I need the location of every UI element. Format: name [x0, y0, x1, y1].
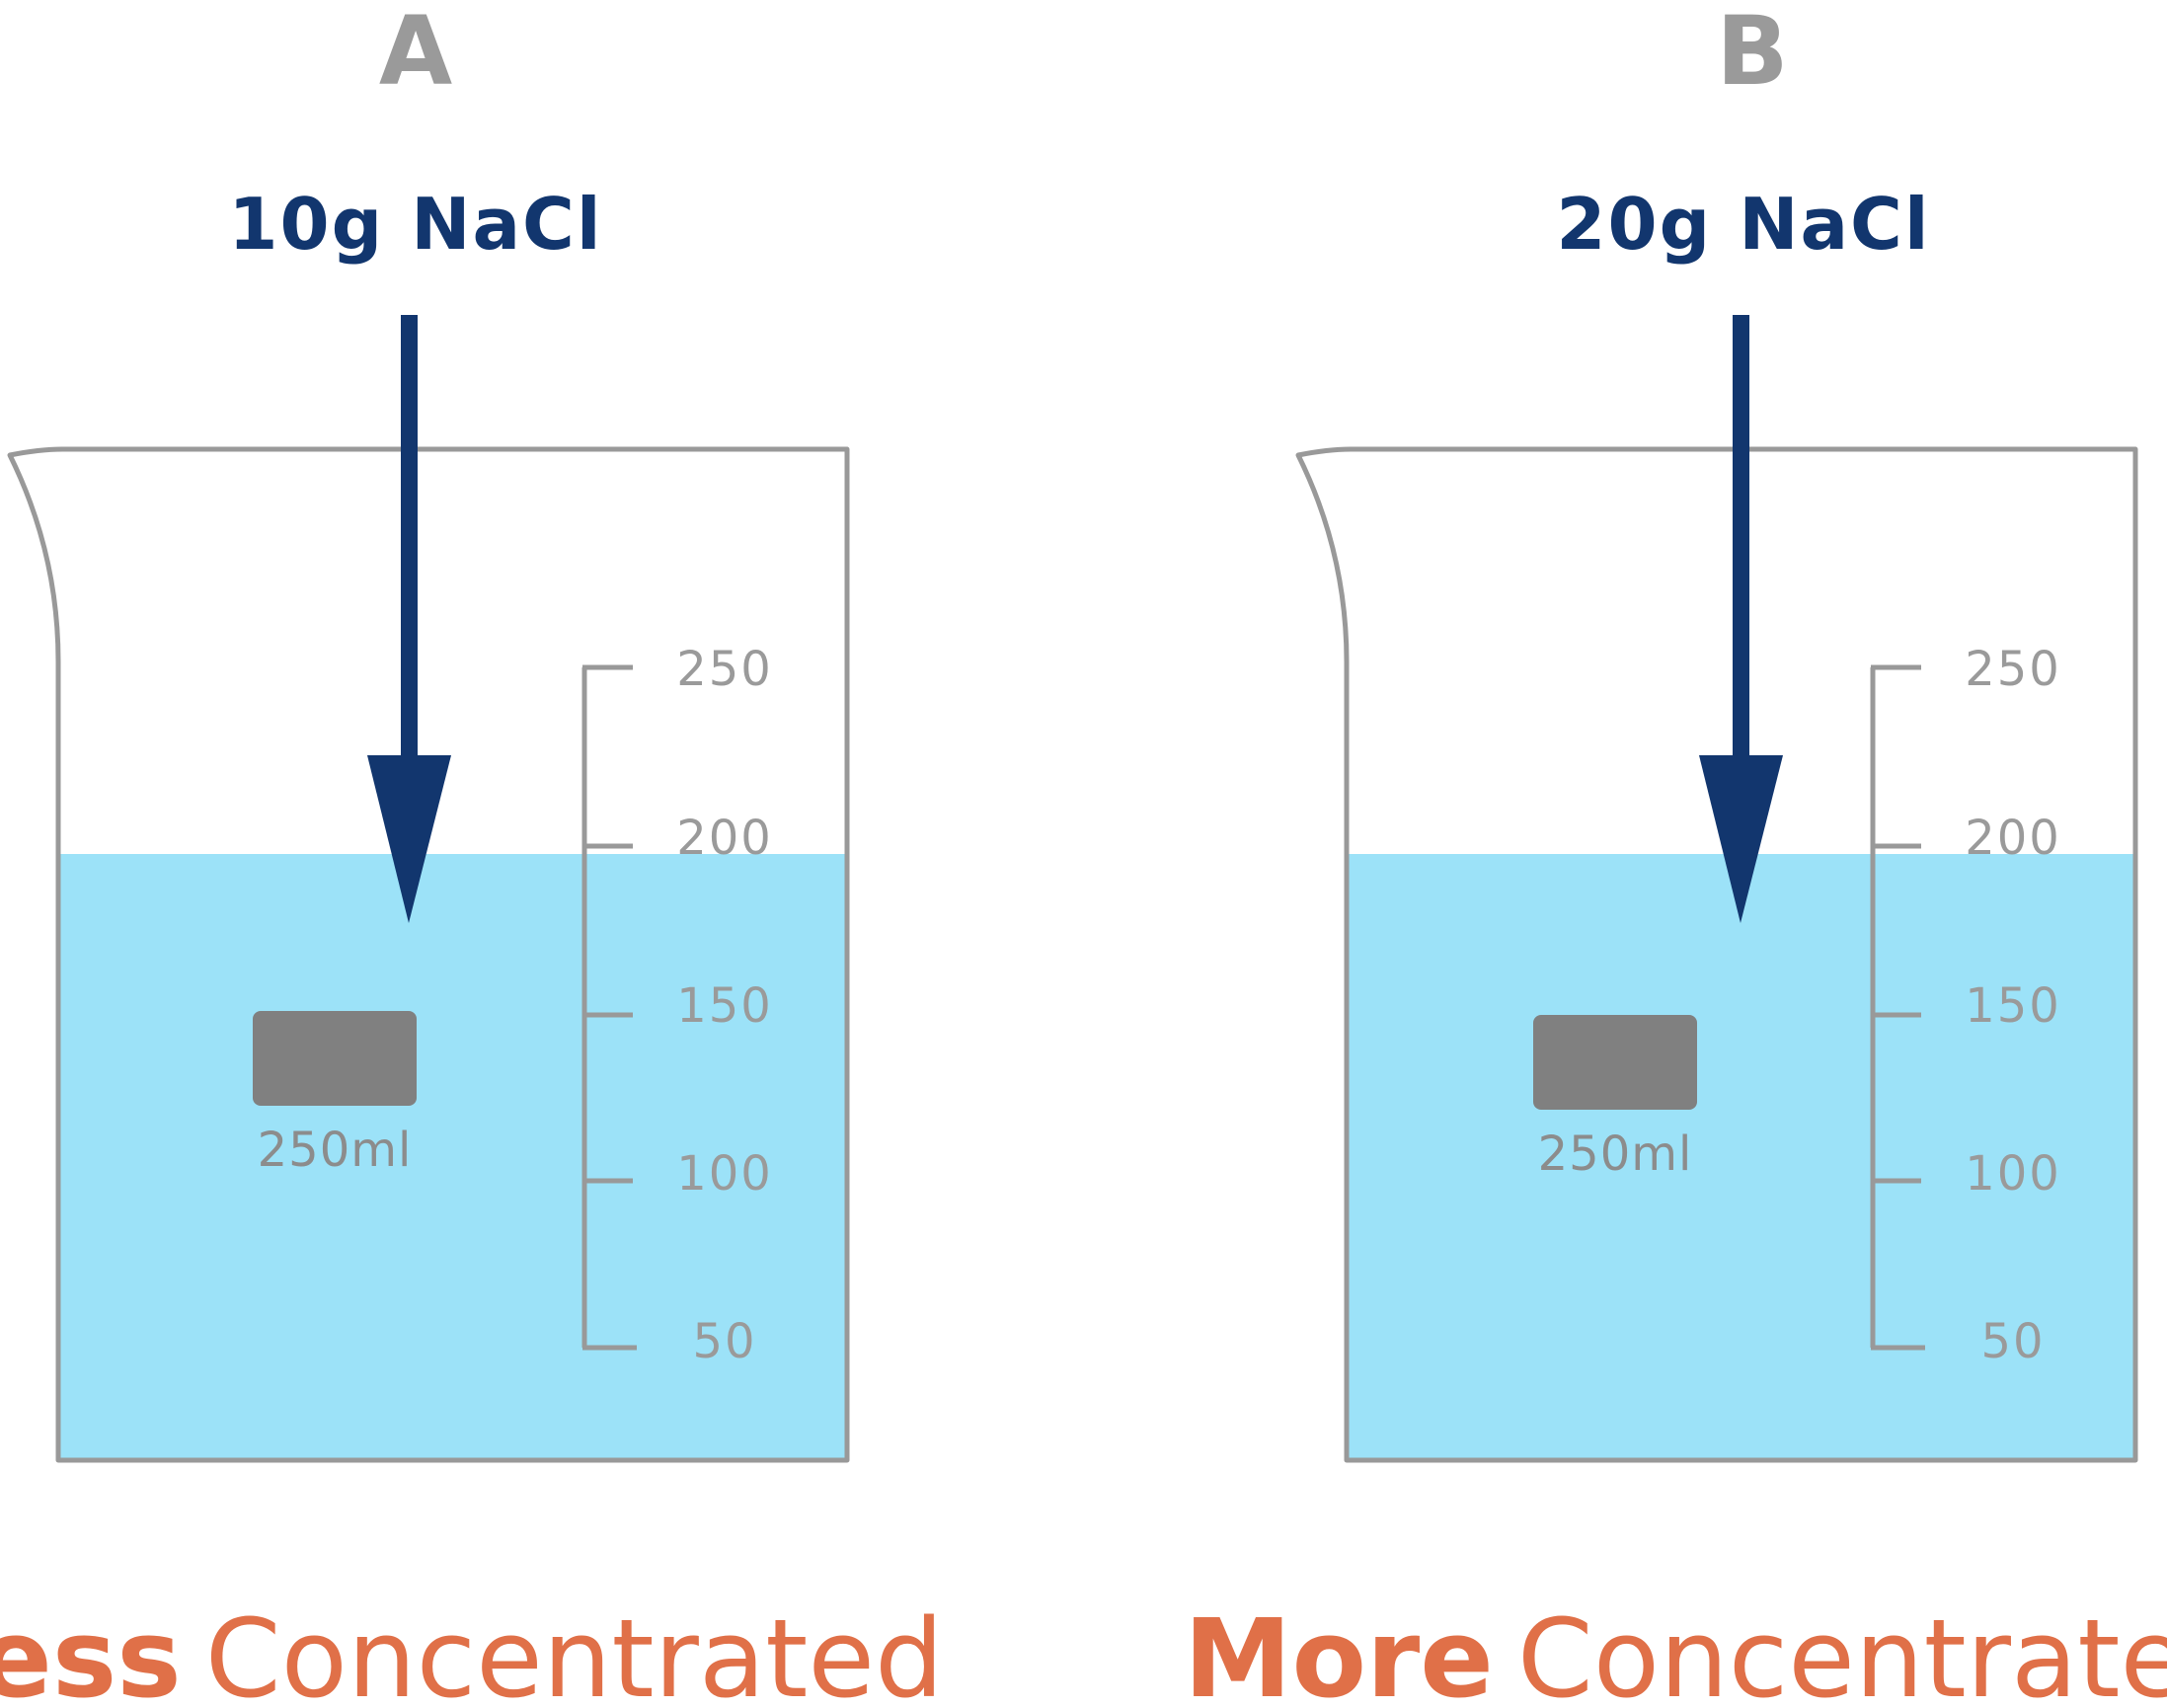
tick-label: 50: [1980, 1314, 2045, 1369]
arrow-down-icon: [1699, 315, 1783, 923]
tick-label: 250: [1965, 642, 2061, 697]
tick-label: 150: [1965, 978, 2061, 1034]
tick-label: 200: [676, 811, 773, 866]
beaker-outline: [1295, 446, 2138, 1463]
panel-letter: A: [379, 0, 452, 107]
volume-label: 250ml: [258, 1123, 413, 1178]
tick-label: 150: [676, 978, 773, 1034]
caption-emphasis: Less: [0, 1595, 182, 1708]
caption-rest: Concentrated: [1517, 1595, 2167, 1708]
tick-label: 200: [1965, 811, 2061, 866]
volume-label: 250ml: [1538, 1126, 1693, 1182]
caption-rest: Concentrated: [205, 1595, 944, 1708]
liquid: [1347, 854, 2135, 1460]
reagent-label: 10g NaCl: [228, 183, 602, 266]
panel-a: A 10g NaCl 250ml 250 200 150 100 50: [0, 0, 944, 1708]
tick-label: 50: [692, 1314, 756, 1369]
caption: LessConcentrated: [0, 1595, 944, 1708]
reagent-label: 20g NaCl: [1556, 183, 1930, 266]
caption: MoreConcentrated: [1184, 1595, 2167, 1708]
graduation-scale: 250 200 150 100 50: [581, 642, 773, 1369]
caption-emphasis: More: [1184, 1595, 1494, 1708]
arrow-down-icon: [367, 315, 451, 923]
liquid: [58, 854, 847, 1460]
tick-label: 100: [1965, 1146, 2061, 1202]
tick-label: 100: [676, 1146, 773, 1202]
panel-b: B 20g NaCl 250ml 250 200 150 100 50: [1184, 0, 2167, 1708]
label-plate: [1533, 1015, 1697, 1110]
panel-letter: B: [1716, 0, 1788, 107]
beaker-outline: [7, 446, 850, 1463]
graduation-scale: 250 200 150 100 50: [1870, 642, 2061, 1369]
label-plate: [253, 1011, 417, 1106]
tick-label: 250: [676, 642, 773, 697]
